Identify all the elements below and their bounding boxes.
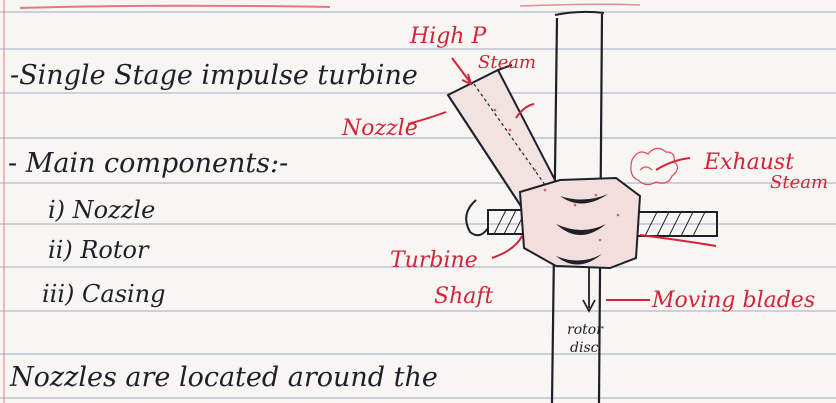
label-steam: Steam xyxy=(478,52,536,73)
label-turbine: Turbine xyxy=(390,248,478,273)
label-moving-blades: Moving blades xyxy=(652,288,815,313)
label-rotor-disc-2: disc xyxy=(570,340,598,356)
label-exhaust-steam: Steam xyxy=(770,172,828,193)
downward-arrow-icon xyxy=(583,268,595,311)
exhaust-cloud-icon xyxy=(631,148,678,184)
label-nozzle: Nozzle xyxy=(342,116,418,141)
label-rotor-disc-1: rotor xyxy=(567,322,603,338)
label-shaft: Shaft xyxy=(434,284,493,309)
rotor-hub xyxy=(520,178,640,268)
label-high-p: High P xyxy=(410,24,486,49)
